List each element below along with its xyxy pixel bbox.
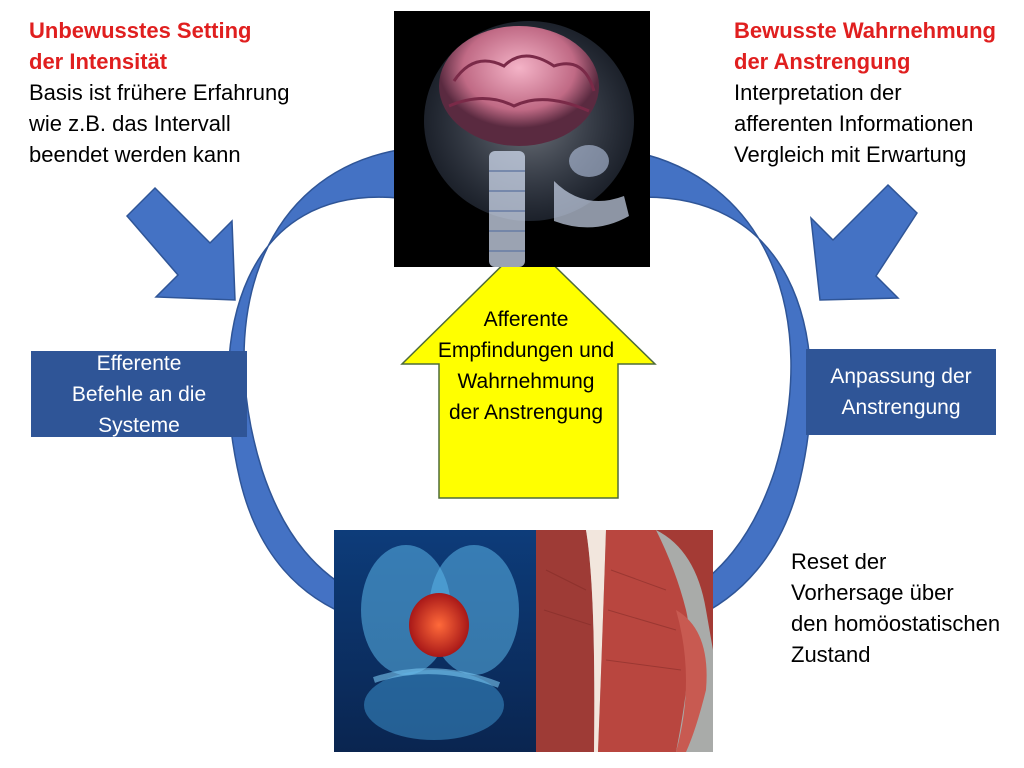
- efferent-commands-line-3: Systeme: [98, 413, 180, 437]
- efferent-commands-line-2: Befehle an die: [71, 382, 207, 406]
- unconscious-setting-title-2: der Intensität: [29, 49, 168, 74]
- heart-lungs-image: [334, 530, 536, 752]
- yellow-up-arrow: [400, 238, 657, 499]
- efferent-commands-line-1: Efferente: [96, 351, 182, 375]
- afferent-line-3: Wahrnehmung: [457, 370, 595, 393]
- effort-adjustment-line-2: Anstrengung: [841, 396, 961, 419]
- effort-adjustment-line-1: Anpassung der: [830, 365, 972, 388]
- reset-prediction-line-3: den homöostatischen: [791, 611, 1001, 636]
- reset-prediction-line-2: Vorhersage über: [791, 580, 954, 605]
- reset-prediction-text: Reset der Vorhersage über den homöostati…: [791, 546, 1000, 670]
- reset-prediction-line-1: Reset der: [791, 549, 887, 574]
- unconscious-setting-body-2: wie z.B. das Intervall: [29, 111, 231, 136]
- back-muscles-image: [536, 530, 713, 752]
- effort-adjustment-box: Anpassung der Anstrengung: [806, 349, 996, 435]
- unconscious-setting-title-1: Unbewusstes Setting: [29, 18, 252, 43]
- afferent-line-4: der Anstrengung: [448, 401, 604, 424]
- unconscious-setting-body-1: Basis ist frühere Erfahrung: [29, 80, 290, 105]
- diagonal-arrow-left: [125, 186, 236, 301]
- unconscious-setting-body-3: beendet werden kann: [29, 142, 241, 167]
- afferent-sensations-label: Afferente Empfindungen und Wahrnehmung d…: [416, 304, 636, 428]
- conscious-perception-body-3: Vergleich mit Erwartung: [734, 142, 967, 167]
- afferent-line-1: Afferente: [483, 308, 569, 331]
- conscious-perception-text: Bewusste Wahrnehmung der Anstrengung Int…: [734, 15, 996, 170]
- conscious-perception-body-2: afferenten Informationen: [734, 111, 974, 136]
- brain-xray-image: [394, 11, 650, 267]
- reset-prediction-line-4: Zustand: [791, 642, 871, 667]
- conscious-perception-body-1: Interpretation der: [734, 80, 902, 105]
- afferent-line-2: Empfindungen und: [437, 339, 615, 362]
- efferent-commands-box: Efferente Befehle an die Systeme: [31, 351, 247, 437]
- conscious-perception-title-1: Bewusste Wahrnehmung: [734, 18, 996, 43]
- unconscious-setting-text: Unbewusstes Setting der Intensität Basis…: [29, 15, 289, 170]
- conscious-perception-title-2: der Anstrengung: [734, 49, 911, 74]
- diagonal-arrow-right: [810, 183, 918, 301]
